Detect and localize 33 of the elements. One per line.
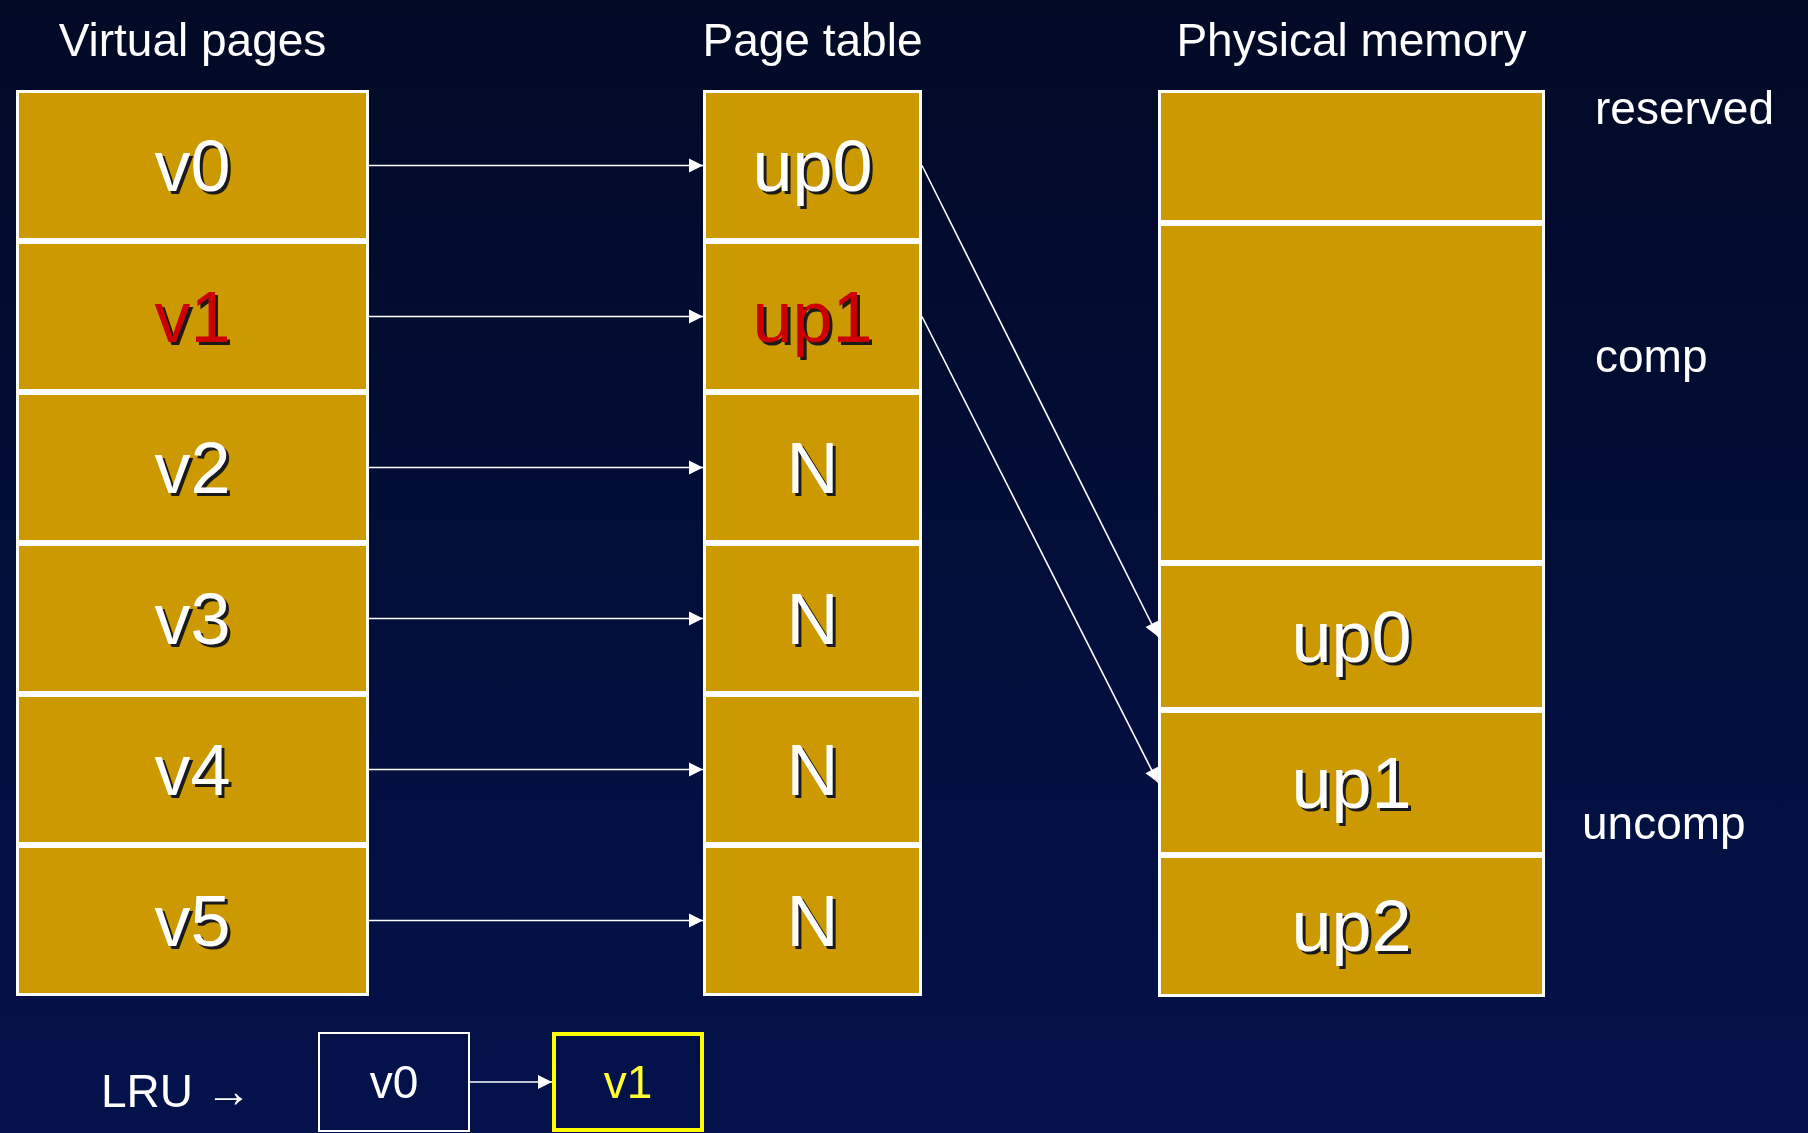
region-label: reserved: [1595, 85, 1774, 131]
arrow: [368, 460, 704, 475]
memory-frame: up0: [1158, 563, 1545, 710]
page-table-entry: N: [703, 845, 922, 996]
arrow: [921, 164, 1159, 638]
memory-frame: up1: [1158, 710, 1545, 855]
column-heading: Virtual pages: [57, 13, 328, 68]
arrow: [368, 309, 704, 324]
page-table-entry: N: [703, 543, 922, 694]
virtual-page-cell: v1: [16, 241, 369, 392]
page-table-entry: N: [703, 392, 922, 543]
arrow: [921, 315, 1159, 784]
arrow: [368, 158, 704, 173]
column-heading: Page table: [701, 13, 924, 68]
arrow: [368, 611, 704, 626]
column-heading: Physical memory: [1175, 13, 1528, 68]
page-table-entry: N: [703, 694, 922, 845]
virtual-page-cell: v4: [16, 694, 369, 845]
page-table-entry: up1: [703, 241, 922, 392]
page-table-entry: up0: [703, 90, 922, 241]
arrow: [368, 762, 704, 777]
arrow: [368, 913, 704, 928]
virtual-page-cell: v5: [16, 845, 369, 996]
lru-entry: v1: [552, 1032, 704, 1132]
virtual-page-cell: v2: [16, 392, 369, 543]
arrow: [469, 1075, 553, 1089]
virtual-page-cell: v0: [16, 90, 369, 241]
virtual-page-cell: v3: [16, 543, 369, 694]
memory-region: [1158, 90, 1545, 223]
memory-region: [1158, 223, 1545, 563]
memory-frame: up2: [1158, 855, 1545, 997]
list-label: LRU →: [101, 1068, 252, 1114]
lru-entry: v0: [318, 1032, 470, 1132]
